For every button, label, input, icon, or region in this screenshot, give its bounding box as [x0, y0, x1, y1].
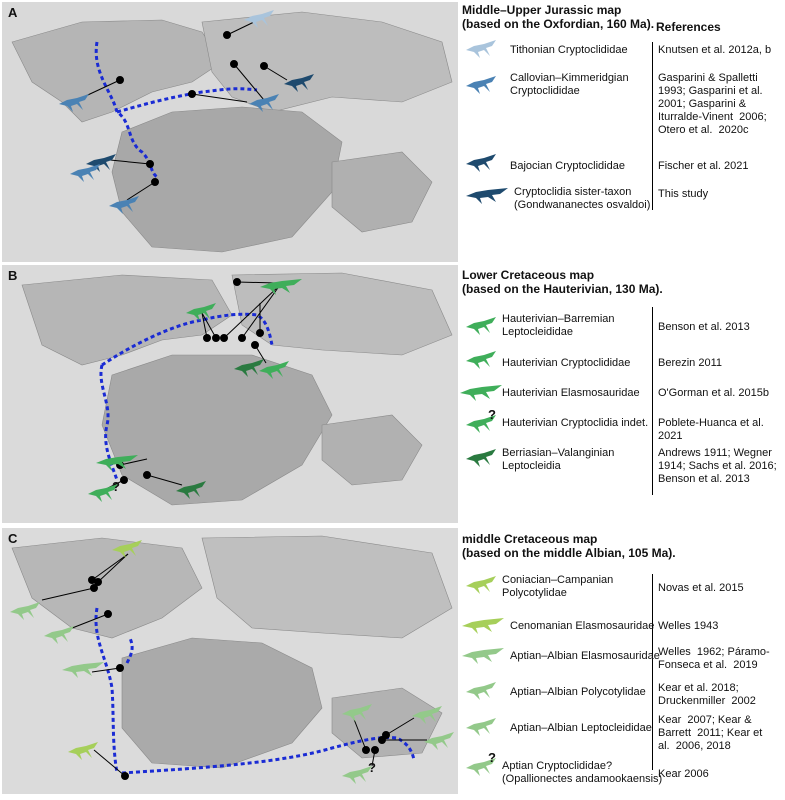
plesiosaur-icon [10, 602, 40, 620]
elasmosaur-icon [462, 618, 504, 634]
plesiosaur-icon [466, 758, 496, 776]
plesiosaur-icon [88, 484, 118, 502]
legend-ref: Kear et al. 2018; Druckenmiller 2002 [658, 682, 756, 707]
plesiosaur-icon [176, 481, 206, 499]
divider [652, 307, 653, 495]
plesiosaur-icon [424, 732, 454, 750]
plesiosaur-icon [466, 154, 496, 172]
legend-ref: Welles 1943 [658, 620, 719, 632]
legend-label: Hauterivian Elasmosauridae [502, 387, 640, 399]
legend-label: Bajocian Cryptoclididae [510, 160, 625, 172]
elasmosaur-icon [462, 648, 504, 664]
legend-b: Lower Cretaceous map (based on the Haute… [460, 265, 782, 527]
plesiosaur-icon [412, 706, 442, 724]
plesiosaur-icon [109, 196, 139, 214]
plesiosaur-icon [466, 40, 496, 58]
legend-c: middle Cretaceous map (based on the midd… [462, 528, 782, 800]
uncertainty-mark: ? [488, 407, 496, 422]
legend-label: Aptian Cryptoclididae? (Opallionectes an… [502, 760, 663, 785]
plesiosaur-icon [466, 188, 508, 204]
plesiosaur-icon [70, 164, 100, 182]
plesiosaur-icon [186, 303, 216, 321]
legend-ref: Gasparini & Spalletti 1993; Gasparini et… [658, 72, 767, 136]
plesiosaur-icon [466, 718, 496, 736]
plesiosaur-icon [466, 351, 496, 369]
uncertainty-mark: ? [112, 479, 120, 494]
jurassic-map: A [2, 2, 458, 262]
panel-b: B ? Lower Cretaceous map (based on the H… [0, 265, 785, 527]
lower-cretaceous-map: B ? [2, 265, 458, 523]
legend-ref: This study [658, 188, 709, 200]
legend-ref: O'Gorman et al. 2015b [658, 387, 769, 399]
panel-a: A Middle–Upper Jurassic map (based on th… [0, 0, 785, 265]
legend-label: Aptian–Albian Elasmosauridae [510, 650, 660, 662]
legend-label: Tithonian Cryptoclididae [510, 44, 628, 56]
panel-label: C [8, 531, 18, 546]
legend-a: Middle–Upper Jurassic map (based on the … [462, 0, 782, 265]
plesiosaur-icon [86, 154, 116, 172]
plesiosaur-icon [59, 94, 89, 112]
legend-ref: Benson et al. 2013 [658, 321, 750, 333]
elasmosaur-icon [260, 279, 302, 295]
legend-label: Cenomanian Elasmosauridae [510, 620, 655, 632]
map-title: Middle–Upper Jurassic map (based on the … [462, 3, 655, 31]
legend-label: Hauterivian Cryptoclididae [502, 357, 631, 369]
legend-label: Hauterivian Cryptoclidia indet. [502, 417, 649, 429]
legend-ref: Fischer et al. 2021 [658, 160, 749, 172]
divider [652, 42, 653, 210]
elasmosaur-icon [62, 662, 104, 678]
legend-label: Hauterivian–Barremian Leptocleididae [502, 313, 615, 338]
elasmosaur-icon [460, 385, 502, 401]
map-title: Lower Cretaceous map (based on the Haute… [462, 268, 663, 296]
plesiosaur-icon [234, 359, 264, 377]
plesiosaur-icon [44, 626, 74, 644]
plesiosaur-icon [466, 76, 496, 94]
legend-ref: Andrews 1911; Wegner 1914; Sachs et al. … [658, 447, 777, 485]
legend-ref: Kear 2006 [658, 768, 709, 780]
legend-ref: Novas et al. 2015 [658, 582, 744, 594]
legend-ref: Welles 1962; Páramo- Fonseca et al. 2019 [658, 646, 770, 671]
panel-label: B [8, 268, 18, 283]
uncertainty-mark: ? [488, 750, 496, 765]
legend-label: Berriasian–Valanginian Leptocleidia [502, 447, 615, 472]
map-title: middle Cretaceous map (based on the midd… [462, 532, 676, 560]
plesiosaur-icon [466, 682, 496, 700]
legend-label: Aptian–Albian Polycotylidae [510, 686, 646, 698]
legend-label: Callovian–Kimmeridgian Cryptoclididae [510, 72, 629, 97]
legend-ref: Kear 2007; Kear & Barrett 2011; Kear et … [658, 714, 763, 752]
legend-ref: Poblete-Huanca et al. 2021 [658, 417, 764, 442]
plesiosaur-icon [68, 742, 98, 760]
plesiosaur-icon [466, 449, 496, 467]
references-header: References [656, 20, 721, 34]
plesiosaur-icon [244, 10, 274, 28]
panel-c: C ? middle Cretaceous map (based on the … [0, 528, 785, 800]
panel-label: A [8, 5, 18, 20]
plesiosaur-icon [466, 317, 496, 335]
legend-label: Cryptoclidia sister-taxon (Gondwananecte… [514, 186, 651, 211]
plesiosaur-icon [466, 415, 496, 433]
legend-ref: Knutsen et al. 2012a, b [658, 44, 772, 56]
plesiosaur-icon [466, 576, 496, 594]
legend-ref: Berezin 2011 [658, 357, 723, 369]
plesiosaur-icon [249, 94, 279, 112]
legend-label: Aptian–Albian Leptocleididae [510, 722, 652, 734]
plesiosaur-icon [342, 704, 372, 722]
legend-label: Coniacian–Campanian Polycotylidae [502, 574, 614, 599]
plesiosaur-icon [259, 361, 289, 379]
middle-cretaceous-map: C ? [2, 528, 458, 794]
plesiosaur-icon [112, 540, 142, 558]
plesiosaur-icon [342, 766, 372, 784]
divider [652, 574, 653, 770]
elasmosaur-icon [96, 455, 138, 471]
uncertainty-mark: ? [368, 760, 376, 775]
plesiosaur-icon [284, 74, 314, 92]
